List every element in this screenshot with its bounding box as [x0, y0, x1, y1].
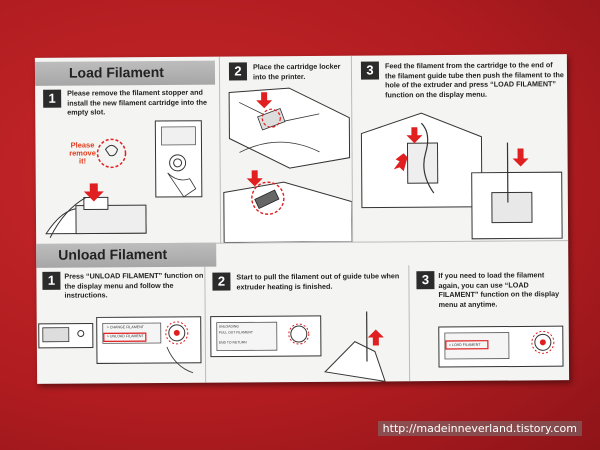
step-instruction: Press “UNLOAD FILAMENT” function on the … — [64, 270, 204, 300]
cartridge-locker-illustration — [223, 87, 353, 243]
printer-display-illustration — [38, 316, 202, 374]
step-number: 3 — [360, 61, 380, 80]
unload-step-2-panel: 2 Start to pull the filament out of guid… — [204, 265, 411, 383]
step-instruction: If you need to load the filament again, … — [438, 270, 560, 309]
step-number: 2 — [212, 272, 231, 291]
load-again-display-illustration — [438, 325, 564, 368]
watermark-url: http://madeinneverland.tistory.com — [377, 421, 582, 436]
step-number: 3 — [416, 271, 435, 290]
instruction-card: Load Filament 1 Please remove the filame… — [34, 54, 570, 384]
load-step-2-panel: 2 Place the cartridge locker into the pr… — [218, 55, 354, 244]
heating-menu-line: PULL OUT FILAMENT — [218, 330, 253, 335]
unload-menu-line: > UNLOAD FILAMENT — [106, 334, 144, 339]
step-number: 1 — [42, 271, 61, 290]
cartridge-illustration — [45, 120, 203, 238]
load-filament-header: Load Filament — [34, 60, 216, 86]
heating-menu-line: UNLOADING — [218, 324, 239, 329]
step-number: 1 — [43, 89, 62, 108]
step-instruction: Start to pull the filament out of guide … — [236, 271, 400, 291]
unload-filament-header: Unload Filament — [36, 242, 217, 268]
unload-menu-line: > CHANGE FILAMENT — [106, 325, 145, 330]
unload-step-3-panel: 3 If you need to load the filament again… — [408, 264, 569, 381]
unload-step-1-panel: 1 Press “UNLOAD FILAMENT” function on th… — [36, 266, 207, 384]
step-instruction: Place the cartridge locker into the prin… — [252, 61, 341, 81]
extruder-feed-illustration — [360, 112, 563, 240]
load-step-3-panel: 3 Feed the filament from the cartridge t… — [350, 54, 569, 243]
load-menu-line: > LOAD FILAMENT — [448, 342, 481, 347]
step-number: 2 — [228, 62, 248, 81]
load-filament-title: Load Filament — [68, 63, 164, 81]
load-step-1-panel: Load Filament 1 Please remove the filame… — [34, 56, 222, 245]
step-instruction: Feed the filament from the cartridge to … — [384, 60, 564, 99]
pull-filament-illustration — [210, 311, 386, 383]
heating-menu-line: END TO RETURN — [218, 340, 247, 345]
unload-filament-title: Unload Filament — [58, 245, 168, 263]
